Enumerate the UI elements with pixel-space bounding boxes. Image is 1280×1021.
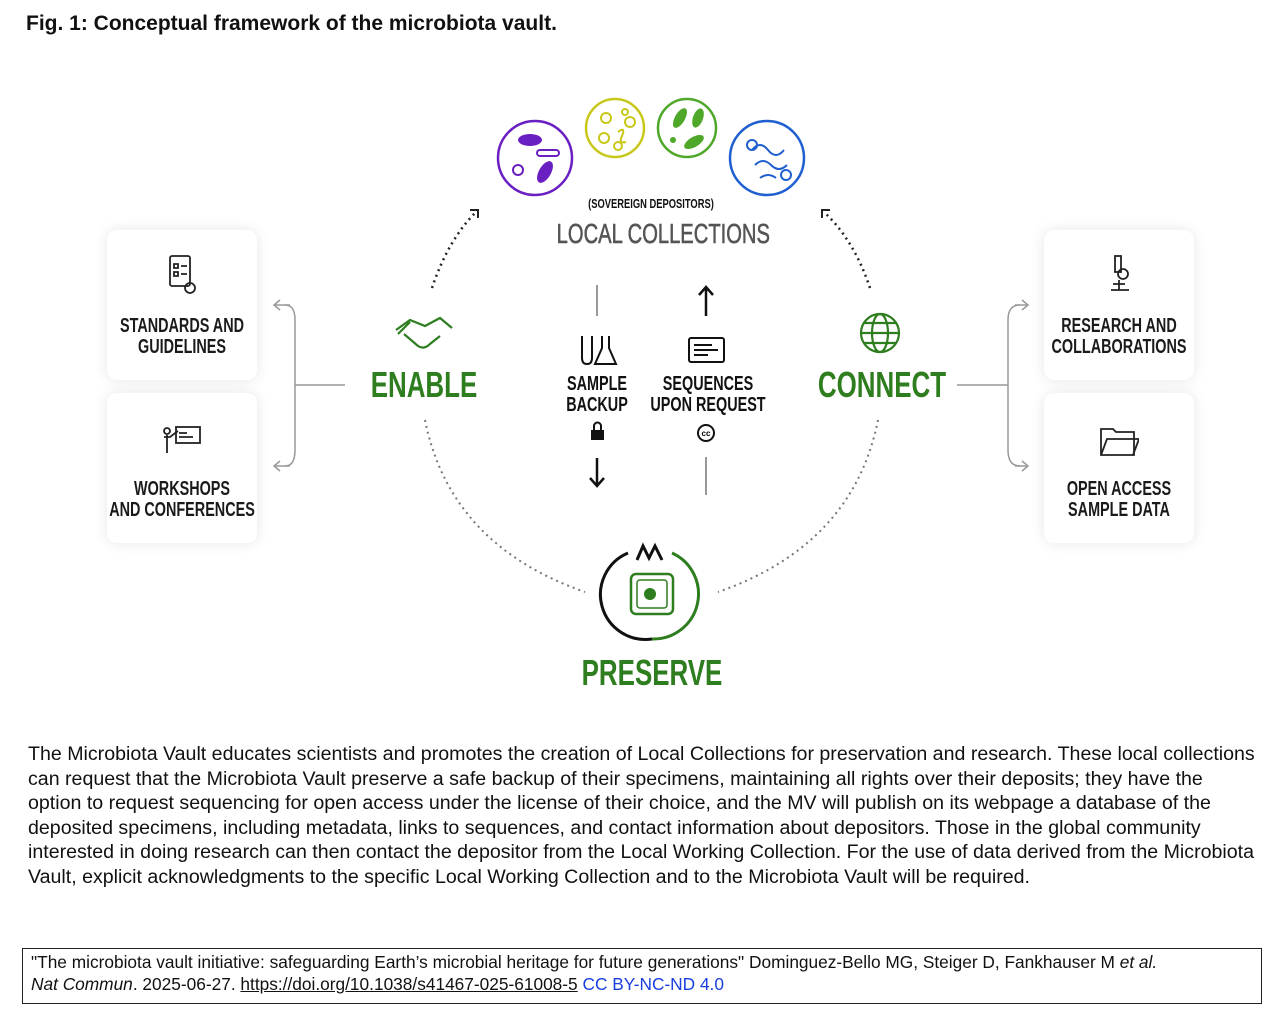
microbe-yellow-icon bbox=[584, 97, 646, 159]
figure-title: Fig. 1: Conceptual framework of the micr… bbox=[26, 12, 557, 35]
arc-enable-to-preserve bbox=[424, 419, 586, 593]
microbe-green-icon bbox=[656, 97, 718, 159]
arrowhead-icon bbox=[821, 209, 830, 218]
microbe-purple-icon bbox=[496, 119, 574, 197]
folder-icon bbox=[1100, 428, 1139, 456]
license-link[interactable]: CC BY-NC-ND 4.0 bbox=[582, 974, 724, 994]
test-tube-icon bbox=[581, 336, 593, 366]
connect-label: CONNECT bbox=[817, 364, 947, 405]
arrowhead-icon bbox=[470, 209, 479, 218]
microscope-icon bbox=[1111, 255, 1129, 291]
flask-icon bbox=[593, 336, 618, 365]
creative-commons-icon bbox=[697, 424, 715, 442]
figure-caption: The Microbiota Vault educates scientists… bbox=[28, 743, 1255, 888]
arc-enable-to-local bbox=[430, 211, 477, 289]
diagram-connectors: cc bbox=[272, 97, 1030, 641]
handshake-icon bbox=[395, 316, 453, 349]
citation-journal: Nat Commun bbox=[31, 974, 133, 994]
microbe-blue-icon bbox=[728, 119, 806, 197]
checklist-certificate-icon bbox=[169, 255, 196, 294]
sequence-document-icon bbox=[688, 337, 725, 363]
lock-icon bbox=[591, 421, 604, 440]
preserve-label: PRESERVE bbox=[581, 652, 723, 693]
enable-label: ENABLE bbox=[370, 364, 478, 405]
safe-icon bbox=[629, 572, 675, 616]
arrows bbox=[589, 285, 714, 488]
doi-link[interactable]: https://doi.org/10.1038/s41467-025-61008… bbox=[240, 974, 578, 994]
sovereign-depositors-label: (SOVEREIGN DEPOSITORS) bbox=[588, 196, 714, 211]
mv-logo-icon bbox=[635, 542, 664, 562]
arc-local-to-connect bbox=[823, 211, 872, 289]
citation-title: "The microbiota vault initiative: safegu… bbox=[31, 952, 745, 972]
presenter-board-icon bbox=[163, 426, 201, 453]
arc-connect-to-preserve bbox=[717, 419, 879, 593]
globe-icon bbox=[859, 312, 901, 354]
citation-box: "The microbiota vault initiative: safegu… bbox=[22, 948, 1262, 1004]
citation-authors: Dominguez-Bello MG, Steiger D, Fankhause… bbox=[744, 952, 1120, 972]
svg-text:cc: cc bbox=[702, 429, 711, 438]
local-collections-label: LOCAL COLLECTIONS bbox=[556, 218, 770, 250]
